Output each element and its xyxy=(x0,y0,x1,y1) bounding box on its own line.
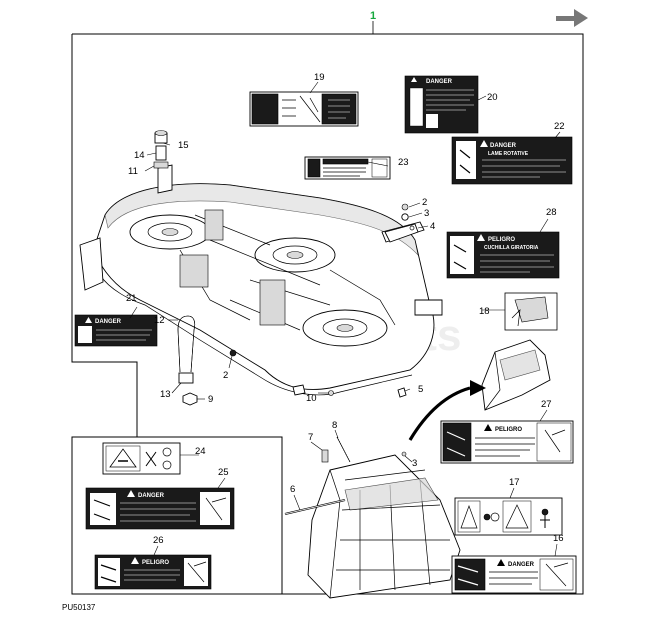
callout-3b[interactable]: 3 xyxy=(412,458,417,469)
decal-27-peligro: PELIGRO xyxy=(495,427,522,433)
decal-22-danger: DANGER xyxy=(490,143,517,149)
springs xyxy=(321,436,407,463)
decal-23 xyxy=(304,156,391,180)
callout-25[interactable]: 25 xyxy=(218,467,229,478)
decal-28-cuchilla: CUCHILLA GIRATORIA xyxy=(484,245,539,251)
callout-13[interactable]: 13 xyxy=(160,389,171,400)
decal-16: DANGER xyxy=(451,555,577,594)
callout-26[interactable]: 26 xyxy=(153,535,164,546)
callout-9[interactable]: 9 xyxy=(208,394,213,405)
decal-22-lame: LAME ROTATIVE xyxy=(488,151,529,157)
callout-20[interactable]: 20 xyxy=(487,92,498,103)
callouts: 19 20 22 23 28 18 15 14 11 2 3 4 21 12 2… xyxy=(126,72,565,546)
small-chute xyxy=(481,339,551,411)
callout-28[interactable]: 28 xyxy=(546,207,557,218)
callout-10[interactable]: 10 xyxy=(306,393,317,404)
callout-22[interactable]: 22 xyxy=(554,121,565,132)
decal-19 xyxy=(249,91,359,127)
callout-2b[interactable]: 2 xyxy=(223,370,228,381)
decal-28: PELIGRO CUCHILLA GIRATORIA xyxy=(446,231,560,279)
callout-19[interactable]: 19 xyxy=(314,72,325,83)
pivot-assembly xyxy=(153,130,169,169)
decal-26: PELIGRO xyxy=(94,554,212,590)
decal-26-peligro: PELIGRO xyxy=(142,560,169,566)
discharge-chute xyxy=(307,454,461,599)
callout-4[interactable]: 4 xyxy=(430,221,435,232)
decal-27: PELIGRO xyxy=(440,420,574,464)
callout-6[interactable]: 6 xyxy=(290,484,295,495)
leader-lines xyxy=(129,81,561,557)
callout-16[interactable]: 16 xyxy=(553,533,564,544)
callout-8[interactable]: 8 xyxy=(332,420,337,431)
decal-16-danger: DANGER xyxy=(508,562,535,568)
document-id: PU50137 xyxy=(62,603,96,612)
callout-27[interactable]: 27 xyxy=(541,399,552,410)
right-bracket xyxy=(384,203,419,243)
decal-28-peligro: PELIGRO xyxy=(488,237,515,243)
callout-12[interactable]: 12 xyxy=(154,315,165,326)
callout-15[interactable]: 15 xyxy=(178,140,189,151)
decal-25-danger: DANGER xyxy=(138,493,165,499)
callout-2a[interactable]: 2 xyxy=(422,197,427,208)
decal-17 xyxy=(454,497,563,536)
decal-21: DANGER xyxy=(74,314,158,347)
group-number: 1 xyxy=(370,10,376,22)
callout-5[interactable]: 5 xyxy=(418,384,423,395)
callout-11[interactable]: 11 xyxy=(128,166,138,177)
callout-23[interactable]: 23 xyxy=(398,157,409,168)
callout-3a[interactable]: 3 xyxy=(424,208,429,219)
decal-22: DANGER LAME ROTATIVE xyxy=(451,136,573,185)
decal-subframe xyxy=(71,436,283,595)
next-arrow-icon[interactable] xyxy=(556,9,588,27)
direction-arrow xyxy=(408,386,471,441)
part-18-bracket xyxy=(504,292,558,331)
mower-deck xyxy=(79,164,443,396)
callout-17[interactable]: 17 xyxy=(509,477,520,488)
callout-24[interactable]: 24 xyxy=(195,446,206,457)
decal-20: DANGER xyxy=(404,75,479,134)
decal-20-danger: DANGER xyxy=(426,79,453,85)
callout-14[interactable]: 14 xyxy=(134,150,145,161)
decal-21-danger: DANGER xyxy=(95,319,122,325)
callout-7[interactable]: 7 xyxy=(308,432,313,443)
callout-18[interactable]: 18 xyxy=(479,306,490,317)
decal-25: DANGER xyxy=(85,487,235,530)
callout-21[interactable]: 21 xyxy=(126,293,137,304)
decal-24 xyxy=(102,442,181,475)
